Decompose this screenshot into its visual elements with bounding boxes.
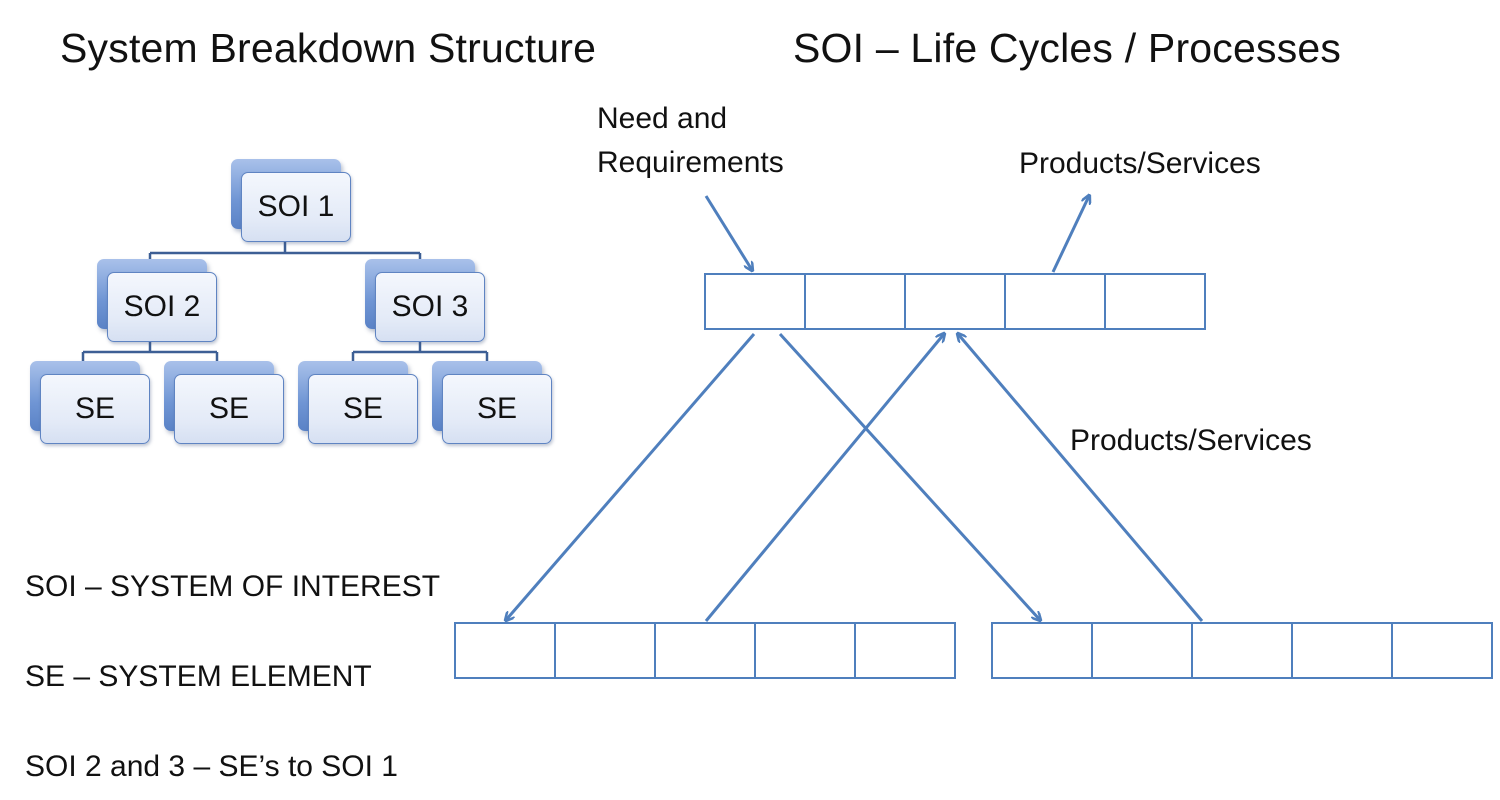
breakdown-title: System Breakdown Structure (60, 25, 597, 71)
lifecycle-arrows (506, 195, 1204, 622)
arrow-up-from-right (958, 334, 1204, 622)
legend-soi-relation: SOI 2 and 3 – SE’s to SOI 1 (25, 750, 398, 783)
lifecycle-stage-box (1191, 622, 1293, 679)
lifecycle-title: SOI – Life Cycles / Processes (793, 25, 1342, 71)
lifecycle-strip-bottom-left (454, 622, 956, 679)
lifecycle-stage-box (1391, 622, 1493, 679)
lifecycle-strip-bottom-right (991, 622, 1493, 679)
node-se-3: SE (298, 361, 418, 444)
lifecycle-stage-box (1291, 622, 1393, 679)
node-se-2: SE (164, 361, 284, 444)
arrow-down-left (506, 333, 756, 620)
node-soi2-label: SOI 2 (107, 272, 217, 342)
node-soi3: SOI 3 (365, 259, 485, 342)
node-soi2: SOI 2 (97, 259, 217, 342)
need-requirements-label-line2: Requirements (597, 146, 784, 179)
lifecycle-stage-box (904, 273, 1006, 330)
lifecycle-stage-box (654, 622, 756, 679)
node-se-label: SE (442, 374, 552, 444)
lifecycle-stage-box (991, 622, 1093, 679)
lifecycle-stage-box (704, 273, 806, 330)
lifecycle-stage-box (1004, 273, 1106, 330)
lifecycle-stage-box (1104, 273, 1206, 330)
arrow-up-from-left (704, 334, 944, 622)
legend-soi: SOI – SYSTEM OF INTEREST (25, 570, 441, 603)
arrow-down-right (778, 332, 1040, 620)
lifecycle-stage-box (554, 622, 656, 679)
node-soi1-label: SOI 1 (241, 172, 351, 242)
legend-se: SE – SYSTEM ELEMENT (25, 660, 372, 693)
need-requirements-label-line1: Need and (597, 102, 728, 135)
lifecycle-stage-box (1091, 622, 1193, 679)
lifecycle-stage-box (854, 622, 956, 679)
products-services-label-return: Products/Services (1070, 424, 1312, 457)
node-soi1: SOI 1 (231, 159, 351, 242)
node-se-label: SE (308, 374, 418, 444)
node-soi3-label: SOI 3 (375, 272, 485, 342)
node-se-1: SE (30, 361, 150, 444)
node-se-4: SE (432, 361, 552, 444)
node-se-label: SE (40, 374, 150, 444)
lifecycle-strip-top (704, 273, 1206, 330)
lifecycle-stage-box (454, 622, 556, 679)
arrow-products-out (1051, 196, 1089, 273)
lifecycle-stage-box (804, 273, 906, 330)
arrow-need-in (704, 195, 752, 270)
lifecycle-stage-box (754, 622, 856, 679)
node-se-label: SE (174, 374, 284, 444)
products-services-label-top: Products/Services (1019, 147, 1261, 180)
